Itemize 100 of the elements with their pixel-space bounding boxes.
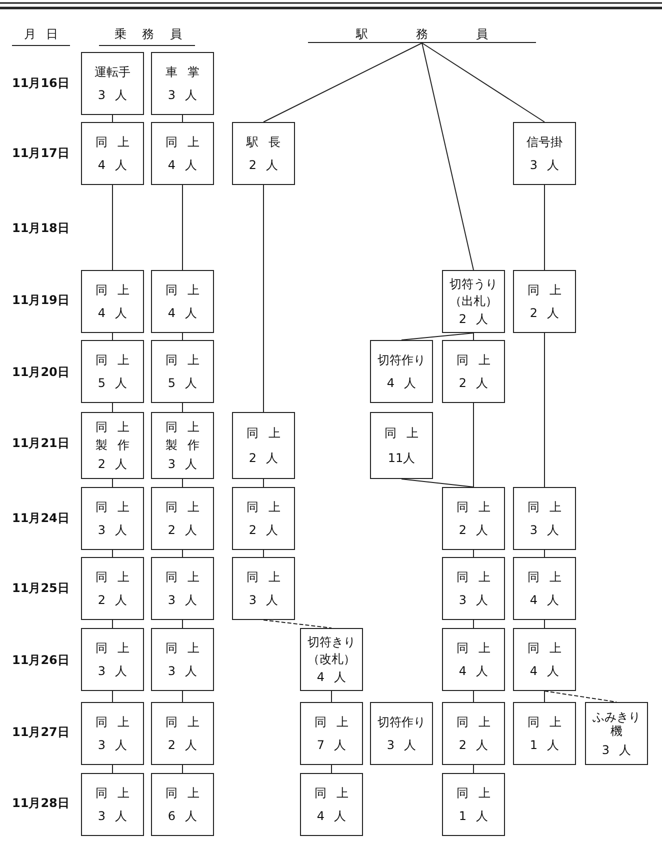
- connector-line: [182, 402, 183, 412]
- box-text: 5人: [168, 376, 207, 390]
- column-heading: 乗務員: [99, 26, 195, 46]
- date-label: 11月21日: [12, 435, 70, 452]
- box-text: 同上: [166, 786, 209, 800]
- box-text: 同上: [166, 420, 209, 434]
- date-label: 11月28日: [12, 795, 70, 812]
- box-text: 4人: [316, 808, 356, 824]
- box-text: 3人: [168, 88, 207, 102]
- connector-line: [473, 402, 474, 488]
- box-text: 3人: [458, 592, 498, 608]
- connector-line: [473, 690, 474, 702]
- box-text: 切符作り: [378, 352, 426, 368]
- connector-line: [112, 690, 113, 702]
- staff-box: [151, 628, 214, 691]
- staff-box: [370, 412, 433, 479]
- box-text: 3人: [98, 808, 137, 824]
- box-text: 同上: [96, 500, 139, 514]
- box-text: 同上: [384, 426, 428, 440]
- box-text: 2人: [530, 306, 569, 320]
- box-text: 運転手: [94, 64, 130, 80]
- connector-line: [182, 690, 183, 702]
- staff-box: [151, 122, 214, 185]
- box-text: 2人: [98, 592, 137, 608]
- staff-box: [151, 52, 214, 115]
- box-text: 製作: [96, 438, 139, 453]
- staff-box: [300, 628, 363, 691]
- box-text: 同上: [456, 786, 500, 800]
- box-text: 4人: [98, 306, 137, 320]
- box-text: 3人: [168, 456, 207, 472]
- connector-line: [331, 690, 332, 702]
- staff-box: [81, 487, 144, 550]
- column-heading: 月日: [12, 26, 70, 46]
- connector-line: [263, 478, 264, 488]
- box-text: 同上: [96, 570, 139, 584]
- box-text: 3人: [530, 158, 569, 172]
- staff-box: [442, 270, 505, 333]
- staff-box: [370, 340, 433, 403]
- staff-box: [442, 773, 505, 836]
- date-label: 11月20日: [12, 364, 70, 381]
- connector-line: [544, 690, 617, 702]
- connector-line: [112, 402, 113, 412]
- box-text: 同上: [166, 282, 209, 298]
- connector-line: [112, 184, 113, 270]
- connector-line: [263, 550, 264, 558]
- box-text: 同上: [96, 640, 139, 656]
- box-text: 3人: [98, 522, 137, 538]
- box-text: （出札）: [450, 294, 498, 309]
- staff-box: [442, 702, 505, 765]
- connector-line: [401, 332, 474, 340]
- connector-line: [182, 764, 183, 774]
- box-text: 4人: [316, 670, 356, 684]
- column-heading: 駅務員: [308, 26, 536, 43]
- box-text: 同上: [96, 714, 139, 730]
- staff-box: [81, 557, 144, 620]
- staff-box: [81, 628, 144, 691]
- staff-box: [513, 270, 576, 333]
- box-text: 4人: [98, 158, 137, 172]
- box-text: 同上: [96, 786, 139, 800]
- date-label: 11月26日: [12, 652, 70, 669]
- staff-box: [442, 487, 505, 550]
- box-text: 4人: [386, 376, 426, 390]
- connector-line: [182, 184, 183, 270]
- box-text: 製作: [166, 438, 209, 453]
- connector-line: [182, 478, 183, 488]
- staff-box: [442, 340, 505, 403]
- staff-box: [513, 702, 576, 765]
- box-text: 同上: [246, 426, 290, 440]
- staff-box: [513, 628, 576, 691]
- box-text: 7人: [316, 738, 356, 752]
- staff-box: [81, 702, 144, 765]
- box-text: 2人: [248, 158, 288, 172]
- box-text: 3人: [168, 592, 207, 608]
- connector-line: [473, 620, 474, 628]
- box-text: 4人: [530, 664, 569, 678]
- date-label: 11月17日: [12, 145, 70, 162]
- staff-box: [151, 773, 214, 836]
- staff-box: [81, 412, 144, 479]
- box-text: 2人: [98, 456, 137, 472]
- box-text: 同上: [528, 570, 571, 584]
- box-text: 4人: [168, 158, 207, 172]
- staff-box: [151, 702, 214, 765]
- connector-line: [544, 620, 545, 628]
- staff-box: [151, 270, 214, 333]
- staff-box: [300, 773, 363, 836]
- connector-line: [263, 620, 332, 628]
- box-text: 4人: [168, 306, 207, 320]
- box-text: 同上: [528, 282, 571, 298]
- box-text: 同上: [456, 500, 500, 514]
- connector-line: [182, 550, 183, 558]
- box-text: 2人: [458, 522, 498, 538]
- box-text: 2人: [248, 522, 288, 538]
- box-text: 同上: [314, 786, 358, 800]
- box-text: 車掌: [166, 64, 209, 80]
- box-text: 6人: [168, 808, 207, 824]
- box-text: ふみきり機: [592, 710, 642, 739]
- box-text: 駅長: [246, 134, 290, 150]
- date-label: 11月19日: [12, 292, 70, 309]
- box-text: 同上: [456, 352, 500, 368]
- staff-box: [232, 412, 295, 479]
